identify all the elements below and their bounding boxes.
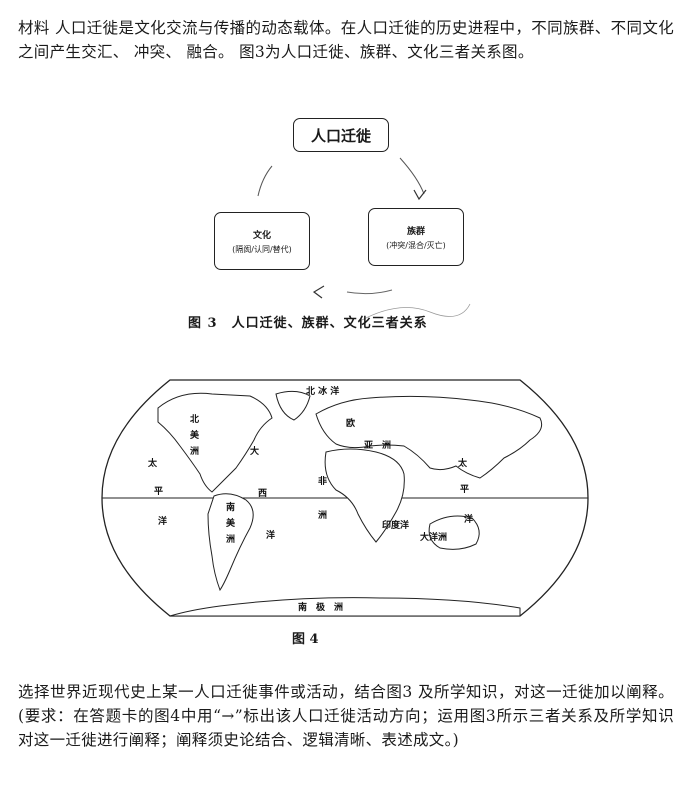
- antarctica-shape: [169, 597, 521, 617]
- migration-box: 人口迁徙: [293, 118, 389, 152]
- material-intro-text: 材料 人口迁徙是文化交流与传播的动态载体。在人口迁徙的历史进程中，不同族群、不同…: [18, 19, 674, 61]
- australia-shape: [428, 515, 480, 550]
- label-pacific-left-3: 洋: [158, 515, 167, 527]
- north-america-shape: [157, 392, 273, 493]
- label-pacific-right-3: 洋: [464, 513, 473, 525]
- ethnic-box-subtitle: (冲突/混合/灭亡): [386, 240, 446, 250]
- figure3-caption: 图 3 人口迁徙、族群、文化三者关系: [188, 316, 428, 331]
- ethnic-box-title: 族群: [406, 226, 425, 237]
- label-oceania: 大洋洲: [420, 531, 447, 543]
- ethnic-box: 族群 (冲突/混合/灭亡): [368, 208, 464, 266]
- label-south-america-1: 南: [226, 501, 235, 513]
- label-antarctica: 南 极 洲: [298, 601, 343, 613]
- label-north-america-1: 北: [190, 413, 199, 425]
- label-pacific-left-1: 太: [147, 457, 158, 469]
- label-asia: 亚 洲: [364, 440, 391, 451]
- label-south-america-3: 洲: [226, 534, 235, 545]
- eurasia-shape: [315, 395, 543, 479]
- label-north-america-2: 美: [190, 429, 200, 441]
- label-atlantic-2: 西: [258, 488, 267, 499]
- figure4-caption: 图 4: [292, 632, 319, 647]
- label-europe: 欧: [346, 417, 355, 429]
- label-arctic: 北 冰 洋: [306, 385, 339, 397]
- south-america-shape: [207, 493, 254, 592]
- world-map: 北 冰 洋 北 美 洲 太 平 洋 大 西 洋 欧 亚 洲 非 洲 南 美 洲 …: [101, 379, 589, 617]
- label-atlantic-3: 洋: [266, 529, 275, 541]
- label-indian-ocean: 印度洋: [382, 519, 409, 531]
- culture-box-subtitle: (隔阂/认同/替代): [232, 244, 292, 254]
- task-text: 选择世界近现代史上某一人口迁徙事件或活动，结合图3 及所学知识，对这一迁徙加以阐…: [18, 683, 674, 749]
- culture-box-title: 文化: [252, 230, 271, 241]
- label-pacific-left-2: 平: [154, 486, 163, 497]
- label-atlantic-1: 大: [250, 445, 259, 457]
- greenland-shape: [275, 390, 311, 421]
- culture-box: 文化 (隔阂/认同/替代): [214, 212, 310, 270]
- label-south-america-2: 美: [226, 517, 236, 529]
- label-pacific-right-1: 太: [457, 457, 468, 469]
- label-africa: 非: [318, 475, 327, 487]
- africa-shape: [324, 448, 405, 543]
- label-north-america-3: 洲: [190, 446, 199, 457]
- label-africa-2: 洲: [318, 510, 327, 521]
- label-pacific-right-2: 平: [460, 484, 469, 495]
